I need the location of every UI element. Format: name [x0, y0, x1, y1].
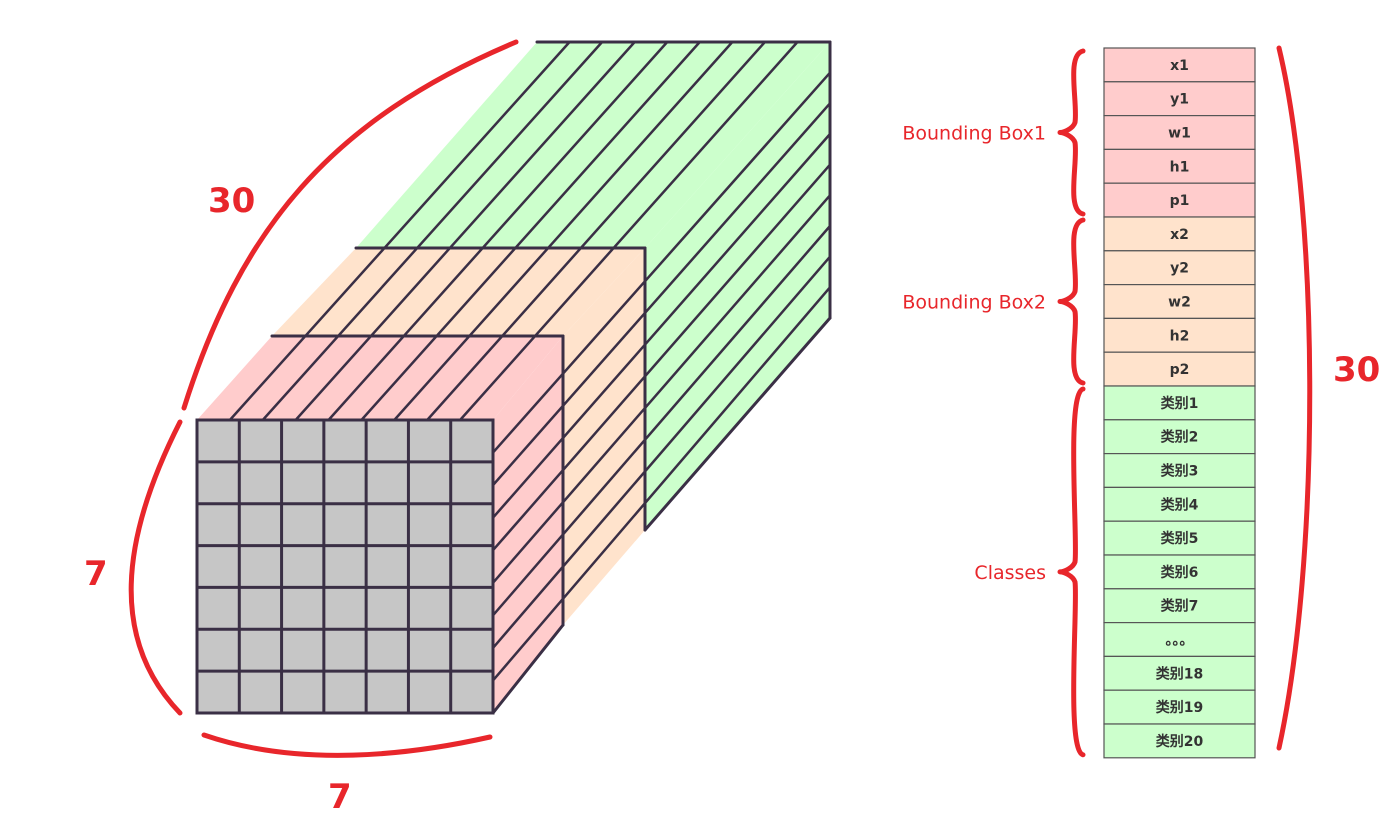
width-brace	[201, 732, 493, 758]
top-face-channel-line	[327, 41, 669, 421]
cube-box2-slab-side	[563, 248, 645, 625]
vector-cell	[1103, 621, 1256, 657]
vector-cell-label: 类别20	[1156, 733, 1204, 750]
vector-cell-label: 。。。	[1166, 633, 1194, 649]
top-face-channel-line	[459, 41, 799, 421]
vector-cell	[1103, 419, 1256, 455]
vector-cell	[1103, 723, 1256, 759]
group-brace	[1057, 217, 1086, 386]
side-face-channel-line	[492, 71, 831, 454]
group-brace	[1057, 48, 1086, 217]
cube-depth-channel-lines	[228, 41, 831, 682]
vector-cell	[1103, 520, 1256, 556]
vector-cell	[1103, 81, 1256, 117]
top-face-channel-line	[261, 41, 604, 421]
vector-cell	[1103, 655, 1256, 691]
width-label: 7	[328, 777, 352, 817]
vector-cell-label: 类别2	[1161, 429, 1199, 446]
height-brace	[128, 419, 183, 716]
cube-classes-slab-side	[645, 42, 830, 530]
vector-cell-label: p1	[1170, 193, 1190, 209]
vector-cell	[1103, 182, 1256, 218]
group-label: Bounding Box2	[902, 292, 1046, 314]
cube-outline	[195, 40, 832, 715]
vector-total-brace	[1276, 45, 1313, 751]
vector-cell	[1103, 114, 1256, 150]
cell-vector-column: x1 y1 w1 h1 p1 x2 y2 w2 h2 p2 类别1 类别2 类别3 类别4 类别5 类别6 类别…	[1103, 47, 1256, 759]
vector-cell	[1103, 250, 1256, 286]
vector-cell-label: x2	[1170, 227, 1189, 243]
vector-cell	[1103, 486, 1256, 522]
output-tensor-cube	[195, 40, 832, 715]
vector-cell	[1103, 317, 1256, 353]
vector-cell-label: 类别7	[1161, 598, 1199, 615]
vector-cell	[1103, 47, 1256, 83]
vector-total-label: 30	[1333, 350, 1380, 390]
vector-cell-label: 类别5	[1161, 530, 1199, 547]
vector-cell-label: 类别6	[1161, 564, 1199, 581]
side-face-channel-line	[492, 102, 831, 486]
group-label: Bounding Box1	[902, 123, 1046, 145]
vector-cell	[1103, 554, 1256, 590]
vector-cell	[1103, 148, 1256, 184]
top-face-channel-line	[393, 41, 734, 421]
height-label: 7	[84, 554, 108, 594]
side-face-channel-line	[492, 194, 831, 584]
vector-cell	[1103, 216, 1256, 252]
vector-cell-label: y1	[1170, 92, 1189, 108]
vector-cell	[1103, 385, 1256, 421]
vector-group-braces	[1057, 48, 1086, 758]
top-face-channel-line	[294, 41, 636, 421]
vector-cell	[1103, 351, 1256, 387]
top-face-channel-line	[228, 41, 571, 421]
vector-cell-label: h2	[1170, 328, 1190, 344]
group-label: Classes	[974, 562, 1046, 584]
vector-cell-label: 类别19	[1156, 699, 1203, 716]
side-face-channel-line	[492, 286, 831, 682]
depth-brace	[181, 39, 519, 411]
vector-cell-label: 类别1	[1161, 395, 1199, 412]
side-face-channel-line	[492, 163, 831, 552]
vector-cell-label: w1	[1168, 126, 1191, 142]
vector-cell-label: p2	[1170, 362, 1190, 378]
vector-cell-label: 类别4	[1161, 496, 1199, 513]
cube-classes-slab-top	[356, 42, 830, 248]
cube-front-grid-face	[195, 418, 495, 715]
vector-cell-label: y2	[1170, 261, 1189, 277]
side-face-channel-line	[492, 133, 831, 519]
vector-cell-label: 类别18	[1156, 665, 1203, 682]
side-face-channel-line	[492, 255, 831, 649]
top-face-channel-line	[360, 41, 701, 421]
vector-cell	[1103, 453, 1256, 489]
group-brace	[1057, 386, 1086, 758]
cube-box1-slab-top	[197, 336, 563, 420]
top-face-channel-line	[426, 41, 766, 421]
vector-cell-label: h1	[1170, 159, 1190, 175]
cube-front-grid-lines	[197, 420, 493, 713]
vector-cell-label: 类别3	[1161, 463, 1199, 480]
side-face-channel-line	[492, 225, 831, 617]
vector-cell-label: x1	[1170, 58, 1189, 74]
depth-label: 30	[208, 181, 255, 221]
vector-cell-label: w2	[1168, 295, 1191, 311]
vector-cell	[1103, 689, 1256, 725]
